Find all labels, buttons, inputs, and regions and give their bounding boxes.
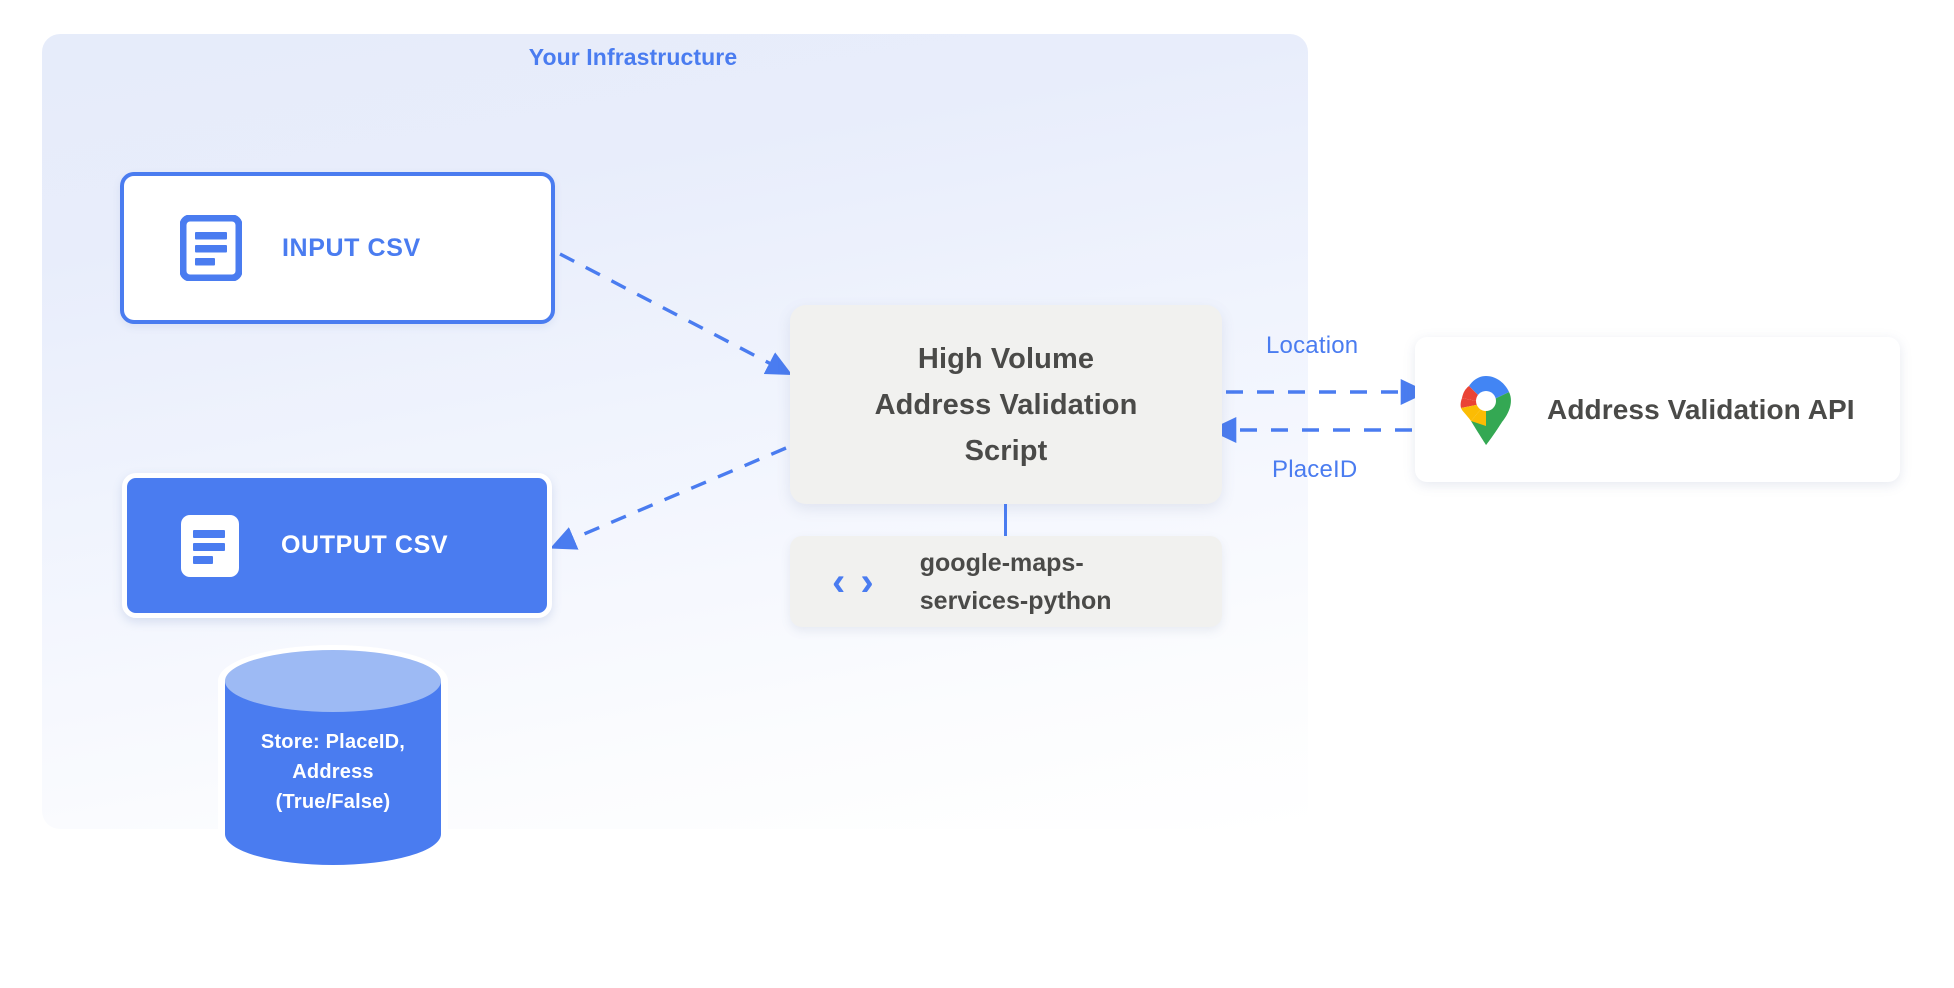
- script-line-2: Address Validation: [874, 388, 1138, 421]
- script-line-3: Script: [964, 434, 1048, 467]
- database-cylinder-icon: [218, 645, 448, 870]
- document-icon: [181, 514, 239, 577]
- script-line-1: High Volume: [917, 342, 1095, 375]
- address-validation-api-node[interactable]: Address Validation API: [1415, 337, 1900, 482]
- output-csv-label: OUTPUT CSV: [281, 531, 449, 559]
- edge-label-location: Location: [1266, 332, 1359, 359]
- panel-title: Your Infrastructure: [528, 44, 738, 70]
- database-node[interactable]: Store: PlaceID, Address (True/False): [212, 645, 454, 870]
- input-csv-node[interactable]: INPUT CSV: [120, 172, 555, 324]
- library-node[interactable]: ‹ › google-maps- services-python: [790, 536, 1222, 627]
- api-label: Address Validation API: [1547, 393, 1855, 425]
- library-label-line1: google-maps-: [919, 548, 1084, 577]
- library-label-line2: services-python: [919, 586, 1112, 615]
- document-icon: [180, 215, 242, 281]
- script-node[interactable]: High Volume Address Validation Script: [790, 305, 1222, 504]
- google-maps-pin-icon: [1460, 375, 1511, 445]
- output-csv-node[interactable]: OUTPUT CSV: [122, 473, 552, 618]
- edge-label-placeid: PlaceID: [1272, 456, 1358, 483]
- code-brackets-icon: ‹ ›: [832, 559, 876, 604]
- library-label: google-maps- services-python: [920, 544, 1112, 620]
- script-library-connector: [1004, 504, 1007, 536]
- input-csv-label: INPUT CSV: [282, 233, 421, 262]
